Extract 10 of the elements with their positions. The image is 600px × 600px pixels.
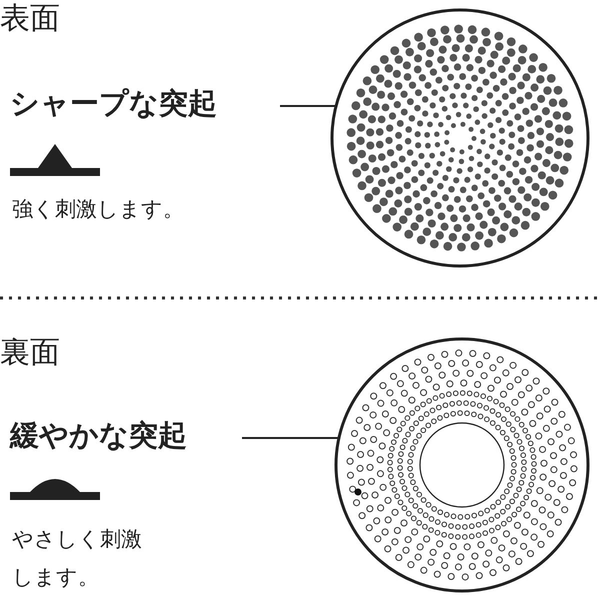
callout-label: 緩やかな突起 — [10, 418, 242, 458]
description-text: 強く刺激します。 — [12, 196, 185, 223]
description-text: やさしく刺激します。 — [12, 526, 143, 591]
leader-line — [242, 437, 339, 439]
disc-drawing — [330, 8, 590, 268]
callout-label: シャープな突起 — [10, 86, 280, 126]
section-heading: 裏面 — [0, 336, 60, 370]
leader-line — [280, 105, 336, 107]
disc-drawing — [334, 337, 590, 593]
section-heading: 表面 — [0, 2, 60, 36]
